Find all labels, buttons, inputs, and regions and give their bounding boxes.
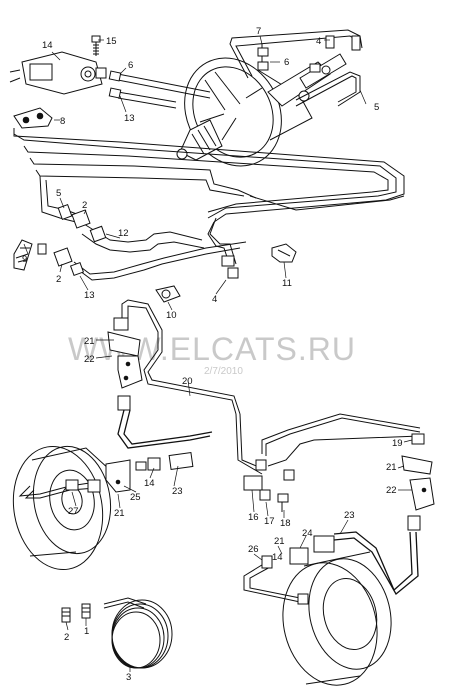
rubber-mount-8 [13,107,53,129]
pressure-regulator-top [9,51,107,95]
callout-16: 16 [248,512,259,523]
protective-sleeve-9 [13,239,33,271]
callout-22-left: 22 [84,354,95,365]
callout-7: 7 [256,26,261,37]
callout-2-lower: 2 [56,274,61,285]
callout-2-bottom: 2 [64,632,69,643]
clip-10 [155,285,181,303]
watermark-date: 2/7/2010 [204,366,243,377]
callout-10: 10 [166,310,177,321]
callout-4-lower: 4 [212,294,217,305]
callout-13: 13 [124,113,135,124]
callout-21-bottom: 21 [274,536,285,547]
callout-27: 27 [68,506,79,517]
callout-13-lower: 13 [84,290,95,301]
callout-23-right: 23 [344,510,355,521]
callout-26: 26 [248,544,259,555]
callout-8: 8 [60,116,65,127]
callout-24: 24 [302,528,313,539]
rear-wheel-right [282,551,392,686]
callout-5-left: 5 [56,188,61,199]
callout-3: 3 [126,672,131,683]
callout-1: 1 [84,626,89,637]
callout-23-left: 23 [172,486,183,497]
callout-21-right: 21 [386,462,397,473]
callout-19: 19 [392,438,403,449]
callout-2: 2 [82,200,87,211]
rear-brake-line-20 [121,299,421,475]
callout-11: 11 [282,278,292,289]
callout-9: 9 [22,254,27,265]
brake-line-bundle [13,128,405,281]
callout-18: 18 [280,518,291,529]
tee-connector-16-17-18 [243,459,295,512]
bracket-25 [87,459,131,493]
callout-21-left: 21 [84,336,95,347]
bracket-left-21-22 [107,317,143,411]
callout-5: 5 [374,102,379,113]
callout-25: 25 [130,492,141,503]
callout-17: 17 [264,516,275,527]
rear-wheel-left [12,445,112,571]
callout-12: 12 [118,228,129,239]
bolt-15 [91,35,101,56]
callout-14-mid: 14 [144,478,155,489]
callout-14-bottom: 14 [272,552,283,563]
callout-15: 15 [106,36,117,47]
union-fittings [37,204,239,279]
bracket-right-19-21-22 [401,433,435,531]
callout-6: 6 [128,60,133,71]
callout-14: 14 [42,40,53,51]
flex-hose-right-23 [243,531,419,605]
pipe-coil-3 [103,597,173,669]
fitting-top-right [257,35,361,73]
callout-22-right: 22 [386,485,397,496]
callout-20: 20 [182,376,193,387]
callout-4: 4 [316,36,321,47]
callout-21-lower: 21 [114,508,125,519]
fitting-top-6 [108,70,122,99]
brake-booster [176,53,347,167]
clip-11 [271,243,297,263]
flex-hose-left-23 [18,409,213,499]
callout-6-right: 6 [284,57,289,68]
